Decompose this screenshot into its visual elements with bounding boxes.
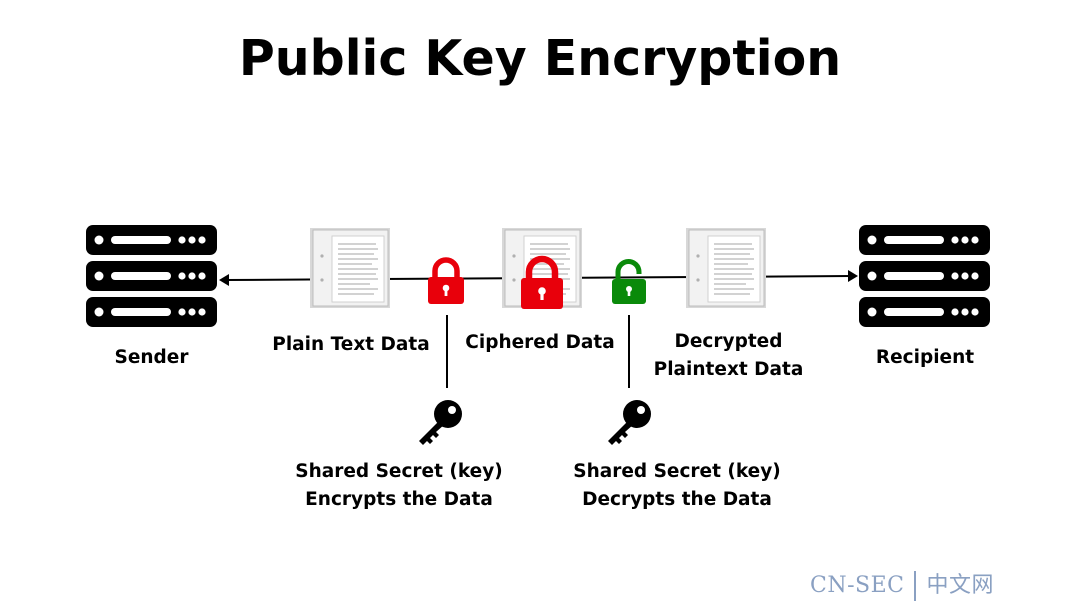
sender-label: Sender	[114, 347, 189, 368]
key-icon	[608, 400, 651, 445]
arrow-right-icon	[848, 270, 858, 282]
document-icon	[309, 227, 391, 309]
page-title: Public Key Encryption	[238, 30, 842, 87]
plain-text-label: Plain Text Data	[272, 334, 430, 355]
decrypt-key-label: Shared Secret (key) Decrypts the Data	[573, 461, 781, 510]
padlock-closed-icon	[428, 257, 464, 304]
key-icon	[419, 400, 462, 445]
encrypt-key-label: Shared Secret (key) Encrypts the Data	[295, 461, 503, 510]
document-icon	[685, 227, 767, 309]
padlock-closed-icon	[521, 255, 563, 309]
padlock-open-icon	[612, 259, 646, 304]
server-stack-icon	[859, 225, 990, 327]
ciphered-label: Ciphered Data	[465, 332, 615, 353]
server-stack-icon	[86, 225, 217, 327]
recipient-label: Recipient	[875, 347, 975, 368]
decrypted-label: Decrypted Plaintext Data	[653, 331, 804, 380]
arrow-left-icon	[219, 274, 229, 286]
